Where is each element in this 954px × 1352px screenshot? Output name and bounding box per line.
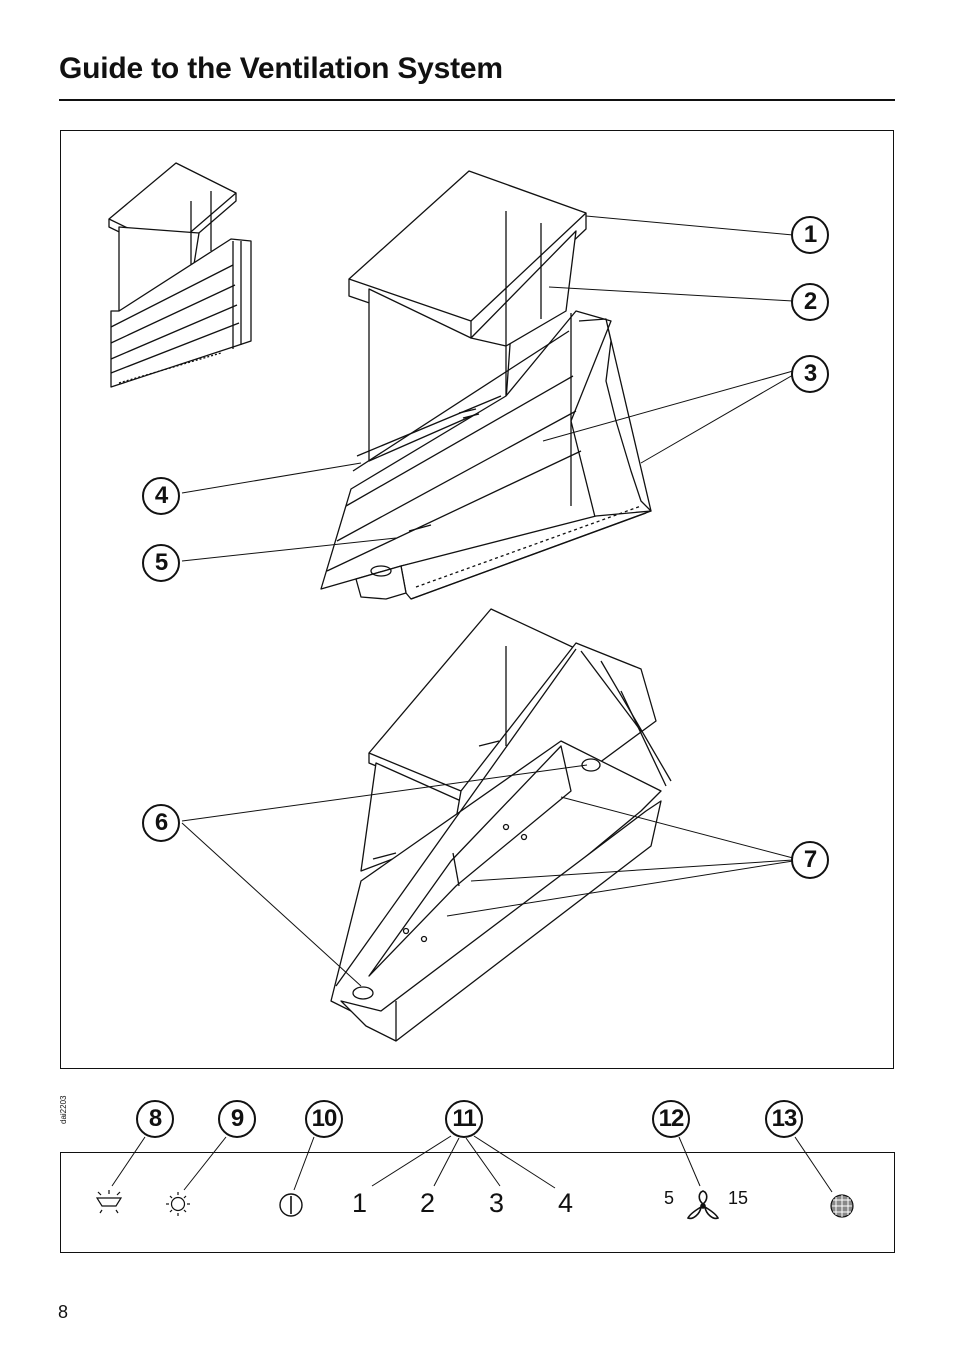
callout-2: 2 <box>791 283 829 321</box>
callout-5: 5 <box>142 544 180 582</box>
small-hood-drawing <box>108 162 252 388</box>
callout-9: 9 <box>218 1100 256 1138</box>
page-title: Guide to the Ventilation System <box>59 52 503 85</box>
main-hood-drawing <box>320 170 652 600</box>
fan-speed-1-button[interactable]: 1 <box>352 1188 368 1218</box>
callout-8: 8 <box>136 1100 174 1138</box>
title-rule <box>59 99 895 101</box>
callout-1: 1 <box>791 216 829 254</box>
fan-speed-4-button[interactable]: 4 <box>558 1188 574 1218</box>
fan-speed-3-button[interactable]: 3 <box>489 1188 505 1218</box>
figure-code: dai2203 <box>59 1095 68 1124</box>
callout-13: 13 <box>765 1100 803 1138</box>
callout-11: 11 <box>445 1100 483 1138</box>
callout-10: 10 <box>305 1100 343 1138</box>
hood-drawing <box>108 162 794 1042</box>
underside-hood-drawing <box>330 608 672 1042</box>
leader-lines <box>181 215 794 987</box>
callout-3: 3 <box>791 355 829 393</box>
callout-12: 12 <box>652 1100 690 1138</box>
control-panel <box>60 1152 895 1253</box>
callout-4: 4 <box>142 477 180 515</box>
fan-speed-2-button[interactable]: 2 <box>420 1188 436 1218</box>
fan-timer-max: 15 <box>728 1188 749 1208</box>
fan-timer-min: 5 <box>664 1188 675 1208</box>
callout-6: 6 <box>142 804 180 842</box>
callout-7: 7 <box>791 841 829 879</box>
hood-illustration <box>60 130 894 1069</box>
page-number: 8 <box>58 1302 69 1322</box>
